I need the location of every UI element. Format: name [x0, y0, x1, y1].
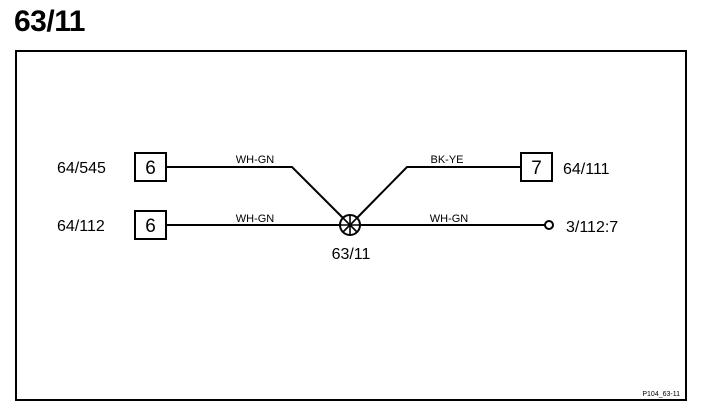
connector-right-bottom: 3/112:7 — [566, 219, 618, 236]
diagram-frame — [15, 50, 687, 401]
wire-label-right-bottom: WH-GN — [430, 213, 469, 225]
pin-box-right-top — [520, 152, 553, 182]
pin-number-left-top: 6 — [145, 158, 156, 179]
wire-label-left-top: WH-GN — [236, 154, 275, 166]
connector-right-top: 64/111 — [563, 161, 610, 178]
splice-label: 63/11 — [332, 246, 371, 263]
wire-label-right-top: BK-YE — [430, 154, 463, 166]
reference-code: P104_63-11 — [642, 391, 680, 398]
connector-left-bottom: 64/112 — [57, 218, 105, 235]
pin-number-left-bottom: 6 — [145, 216, 156, 237]
pin-box-left-bottom — [134, 210, 167, 240]
wire-right-top — [354, 166, 520, 221]
pin-box-left-top — [134, 152, 167, 182]
splice-icon — [339, 214, 361, 236]
connector-left-top: 64/545 — [57, 160, 106, 177]
wire-left-top — [167, 166, 346, 221]
wire-label-left-bottom: WH-GN — [236, 213, 275, 225]
terminal-icon — [544, 220, 554, 230]
pin-number-right-top: 7 — [531, 158, 542, 179]
page-title: 63/11 — [14, 5, 85, 38]
